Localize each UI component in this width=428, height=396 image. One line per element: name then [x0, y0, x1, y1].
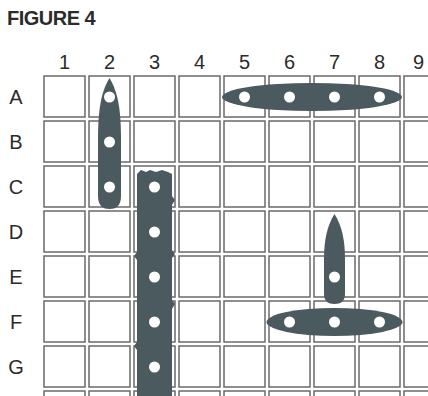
row-letter: C	[9, 176, 23, 199]
grid-cell	[89, 301, 130, 342]
grid-cell	[359, 211, 400, 252]
grid-cell	[44, 76, 85, 117]
grid-cell	[134, 76, 175, 117]
grid-cell	[179, 301, 220, 342]
grid-cell	[314, 346, 355, 387]
grid-cell	[179, 76, 220, 117]
grid-cell	[404, 346, 428, 387]
grid-cell	[44, 301, 85, 342]
row-letter: F	[10, 311, 22, 334]
grid-cell	[224, 346, 265, 387]
grid-cell	[89, 211, 130, 252]
grid-cell	[359, 256, 400, 297]
grid-cell	[359, 121, 400, 162]
column-number: 1	[59, 51, 70, 74]
grid-cell	[224, 211, 265, 252]
column-number: 4	[194, 51, 205, 74]
row-letter: E	[9, 266, 22, 289]
grid-cell	[269, 121, 310, 162]
grid-cell	[224, 391, 265, 396]
grid-cell	[269, 211, 310, 252]
grid-cell	[314, 166, 355, 207]
grid-cell	[179, 166, 220, 207]
grid-cell	[224, 166, 265, 207]
grid-cell	[359, 166, 400, 207]
grid-cell	[89, 256, 130, 297]
grid-cell	[404, 211, 428, 252]
grid-cell	[404, 166, 428, 207]
grid-cell	[404, 301, 428, 342]
ship	[98, 78, 121, 209]
grid-cell	[404, 391, 428, 396]
grid-cell	[404, 256, 428, 297]
grid-cell	[314, 121, 355, 162]
column-number: 5	[239, 51, 250, 74]
grid-cell	[179, 211, 220, 252]
column-number: 7	[329, 51, 340, 74]
row-letter: G	[8, 356, 24, 379]
grid-cell	[269, 256, 310, 297]
column-number: 9	[413, 51, 424, 74]
ship	[134, 170, 175, 396]
column-number: 3	[149, 51, 160, 74]
ship	[267, 308, 403, 336]
ship	[324, 214, 345, 304]
grid-cell	[44, 346, 85, 387]
grid-cell	[224, 256, 265, 297]
grid-cell	[179, 256, 220, 297]
grid-cell	[179, 346, 220, 387]
grid-cell	[44, 211, 85, 252]
grid-cell	[359, 346, 400, 387]
grid-cell	[269, 166, 310, 207]
grid-cell	[224, 121, 265, 162]
grid-cell	[269, 391, 310, 396]
row-letter: D	[9, 221, 23, 244]
column-number: 8	[374, 51, 385, 74]
grid-cell	[89, 391, 130, 396]
grid-cell	[44, 121, 85, 162]
row-letter: A	[9, 86, 22, 109]
grid-cell	[44, 166, 85, 207]
grid-cell	[44, 391, 85, 396]
grid-cell	[314, 391, 355, 396]
grid-cell	[404, 121, 428, 162]
grid-cell	[134, 121, 175, 162]
grid-cell	[179, 121, 220, 162]
grid-cell	[359, 391, 400, 396]
grid-cell	[404, 76, 428, 117]
grid-cell	[269, 346, 310, 387]
figure-title: FIGURE 4	[7, 7, 95, 30]
grid-cell	[224, 301, 265, 342]
ship	[222, 83, 402, 111]
column-number: 2	[104, 51, 115, 74]
column-number: 6	[284, 51, 295, 74]
grid-cell	[44, 256, 85, 297]
grid-cell	[89, 346, 130, 387]
grid-cell	[179, 391, 220, 396]
row-letter: B	[9, 131, 22, 154]
